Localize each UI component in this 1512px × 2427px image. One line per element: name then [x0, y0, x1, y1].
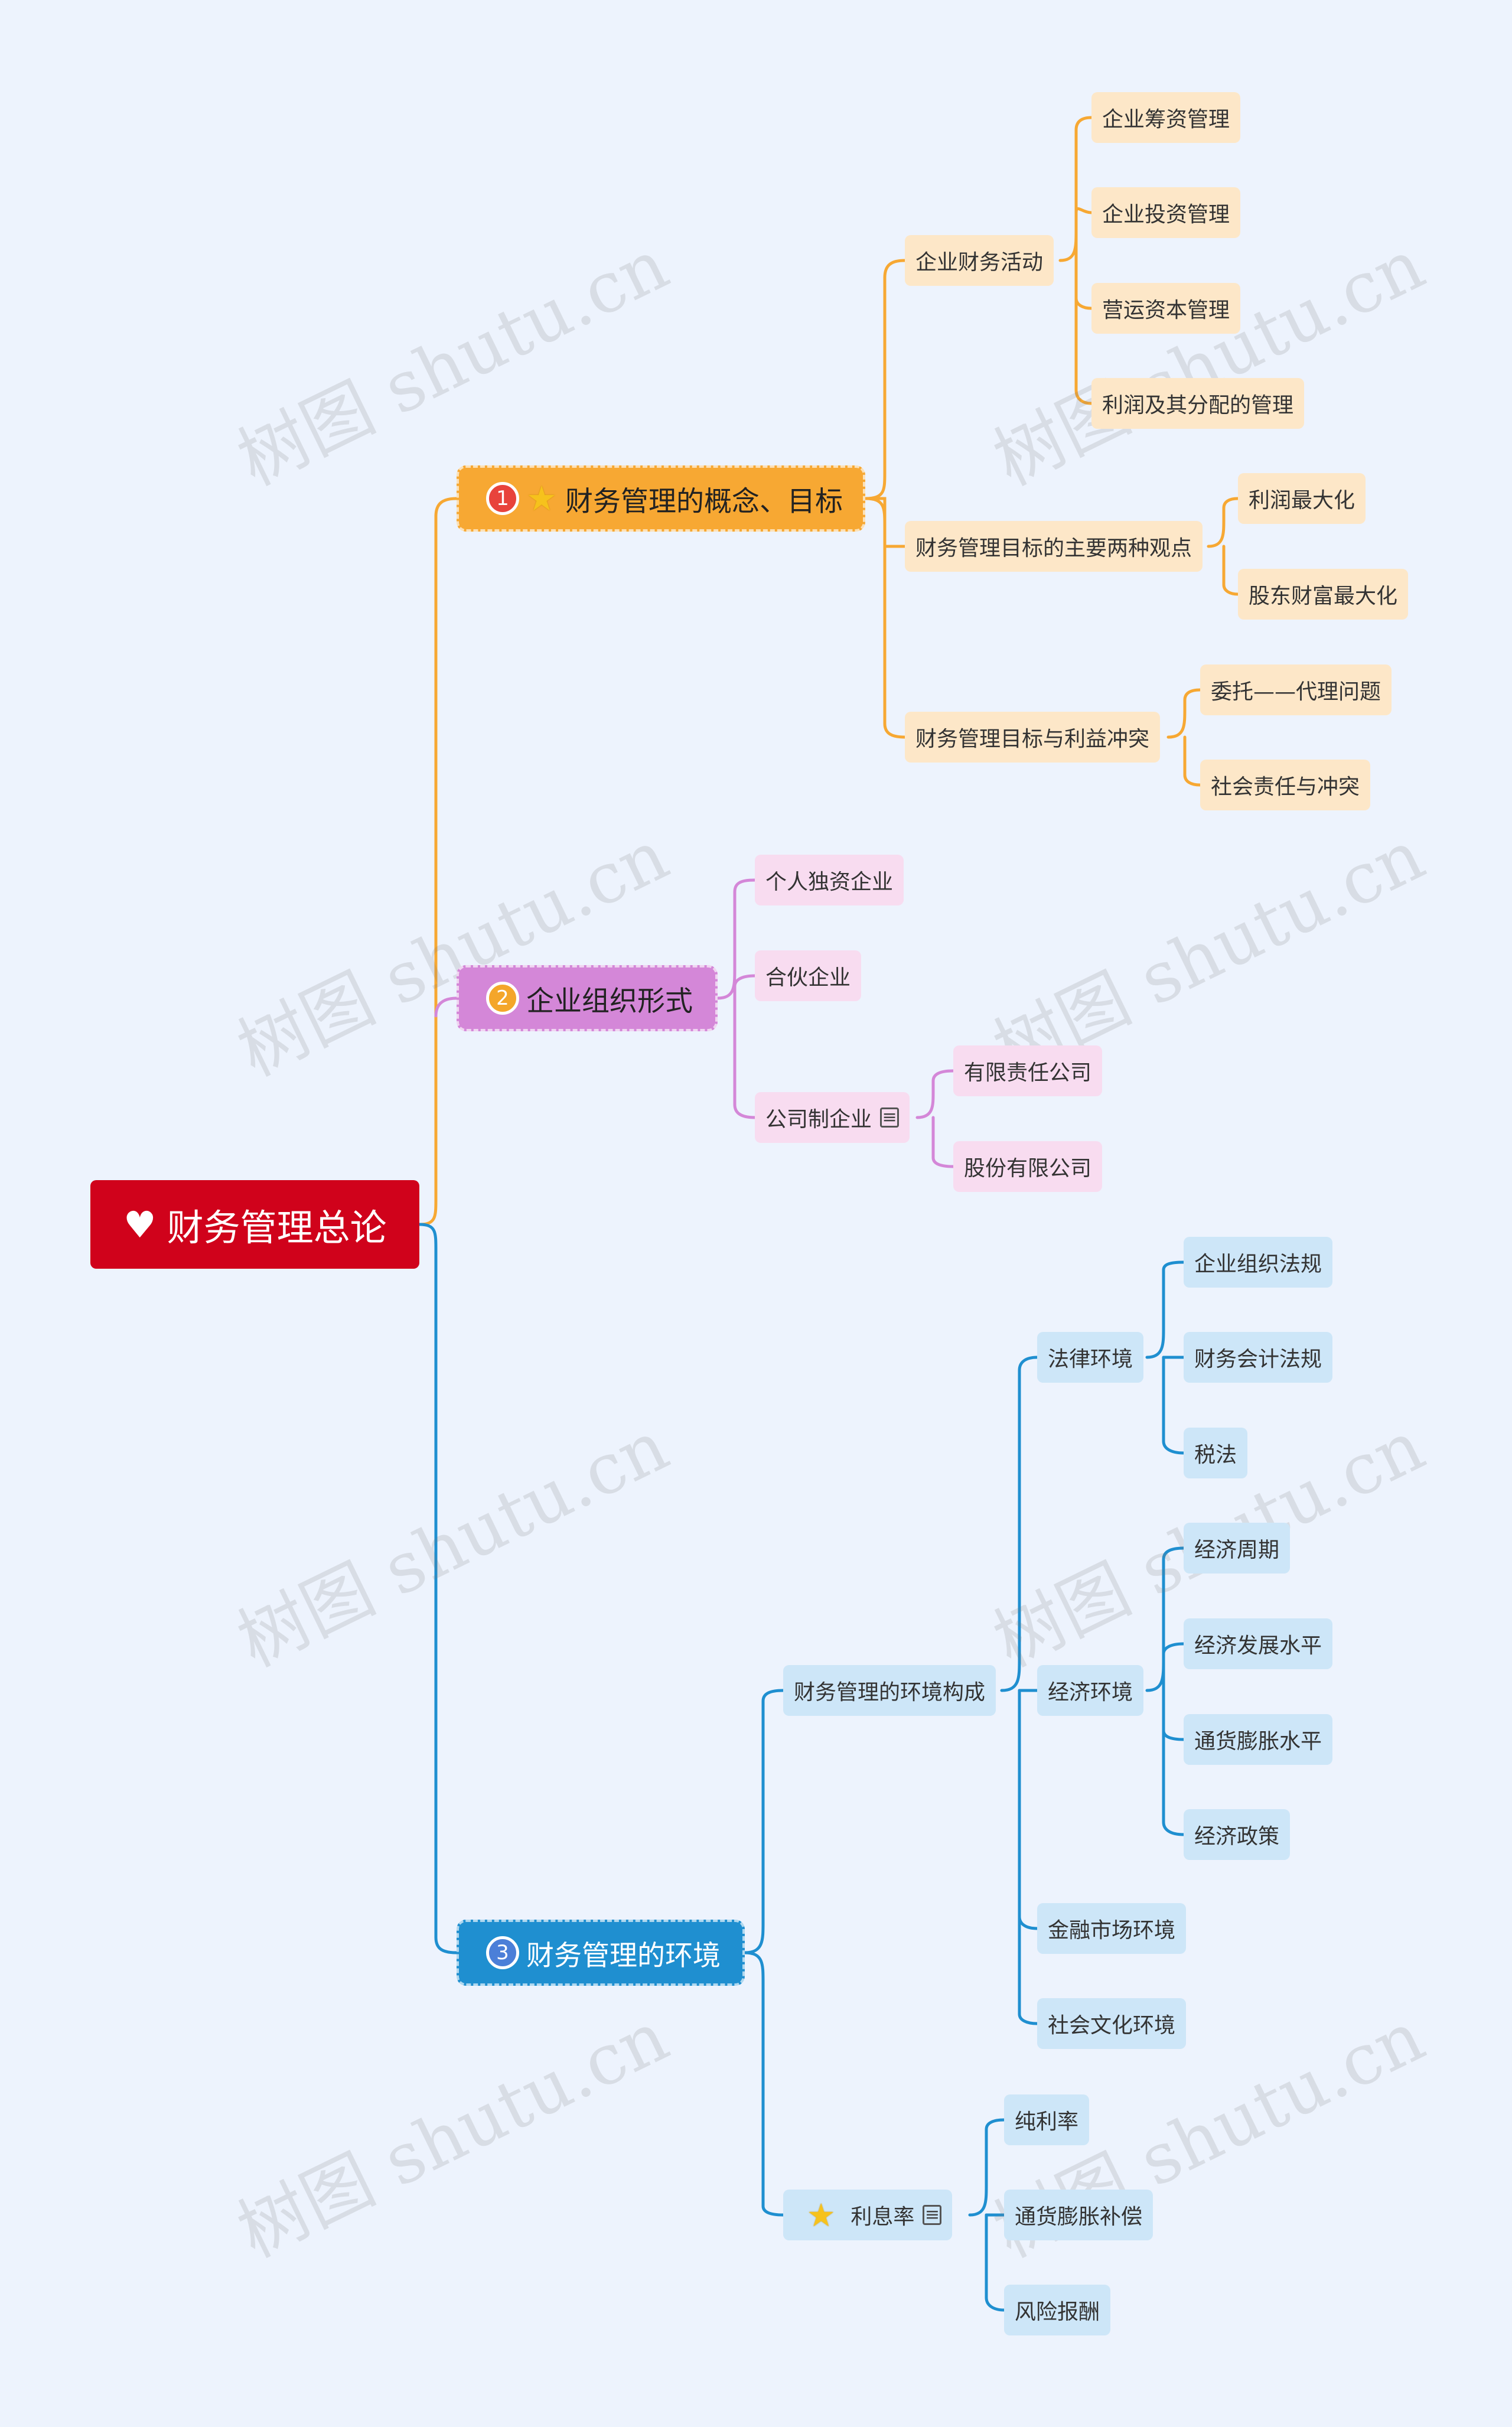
leaf-node[interactable]: 税法	[1184, 1428, 1248, 1478]
subtopic-node[interactable]: 社会文化环境	[1037, 1998, 1187, 2049]
leaf-node[interactable]: 社会责任与冲突	[1200, 760, 1371, 810]
topic-label: 公司制企业	[765, 1107, 872, 1132]
leaf-node[interactable]: 利润及其分配的管理	[1091, 378, 1305, 429]
note-icon[interactable]: ≡	[923, 2205, 942, 2225]
star-icon: ★	[807, 2196, 836, 2234]
topic-node[interactable]: 财务管理目标的主要两种观点	[905, 521, 1203, 572]
leaf-node[interactable]: 风险报酬	[1004, 2285, 1111, 2335]
root-node[interactable]: ♥ 财务管理总论	[90, 1180, 419, 1269]
root-label: 财务管理总论	[167, 1206, 387, 1249]
leaf-node[interactable]: 财务会计法规	[1184, 1332, 1333, 1383]
leaf-node[interactable]: 企业投资管理	[1091, 187, 1241, 238]
number-badge-1: 1	[486, 482, 519, 515]
leaf-node[interactable]: 经济周期	[1184, 1523, 1291, 1574]
leaf-node[interactable]: 委托——代理问题	[1200, 664, 1392, 715]
branch-label: 财务管理的概念、目标	[565, 485, 843, 518]
subtopic-node[interactable]: 经济环境	[1037, 1665, 1144, 1716]
topic-node[interactable]: 财务管理的环境构成	[783, 1665, 996, 1716]
topic-node[interactable]: 财务管理目标与利益冲突	[905, 712, 1161, 763]
topic-node[interactable]: 公司制企业 ≡	[755, 1092, 910, 1143]
subtopic-node[interactable]: 金融市场环境	[1037, 1903, 1187, 1954]
leaf-node[interactable]: 通货膨胀补偿	[1004, 2190, 1153, 2240]
branch-label: 企业组织形式	[526, 985, 693, 1018]
leaf-node[interactable]: 股东财富最大化	[1238, 569, 1409, 620]
leaf-node[interactable]: 经济政策	[1184, 1809, 1291, 1860]
heart-icon: ♥	[123, 1203, 157, 1246]
number-badge-3: 3	[486, 1936, 519, 1969]
leaf-node[interactable]: 企业组织法规	[1184, 1237, 1333, 1288]
subtopic-node[interactable]: 法律环境	[1037, 1332, 1144, 1383]
branch-node-1[interactable]: 1 ★ 财务管理的概念、目标	[457, 465, 865, 532]
topic-node[interactable]: 企业财务活动	[905, 235, 1054, 286]
leaf-node[interactable]: 纯利率	[1004, 2094, 1090, 2145]
leaf-node[interactable]: 经济发展水平	[1184, 1618, 1333, 1669]
topic-node[interactable]: 合伙企业	[755, 950, 862, 1001]
note-icon[interactable]: ≡	[880, 1107, 900, 1128]
leaf-node[interactable]: 企业筹资管理	[1091, 92, 1241, 143]
star-icon: ★	[526, 478, 557, 519]
number-badge-2: 2	[486, 982, 519, 1015]
leaf-node[interactable]: 有限责任公司	[953, 1045, 1103, 1096]
leaf-node[interactable]: 利润最大化	[1238, 473, 1366, 524]
branch-node-2[interactable]: 2 企业组织形式	[457, 965, 718, 1031]
branch-node-3[interactable]: 3 财务管理的环境	[457, 1920, 745, 1986]
leaf-node[interactable]: 营运资本管理	[1091, 283, 1241, 334]
branch-label: 财务管理的环境	[526, 1939, 721, 1972]
topic-node[interactable]: ★ 利息率 ≡	[783, 2190, 953, 2240]
topic-node[interactable]: 个人独资企业	[755, 855, 904, 905]
leaf-node[interactable]: 通货膨胀水平	[1184, 1714, 1333, 1765]
leaf-node[interactable]: 股份有限公司	[953, 1141, 1103, 1192]
topic-label: 利息率	[850, 2205, 915, 2229]
